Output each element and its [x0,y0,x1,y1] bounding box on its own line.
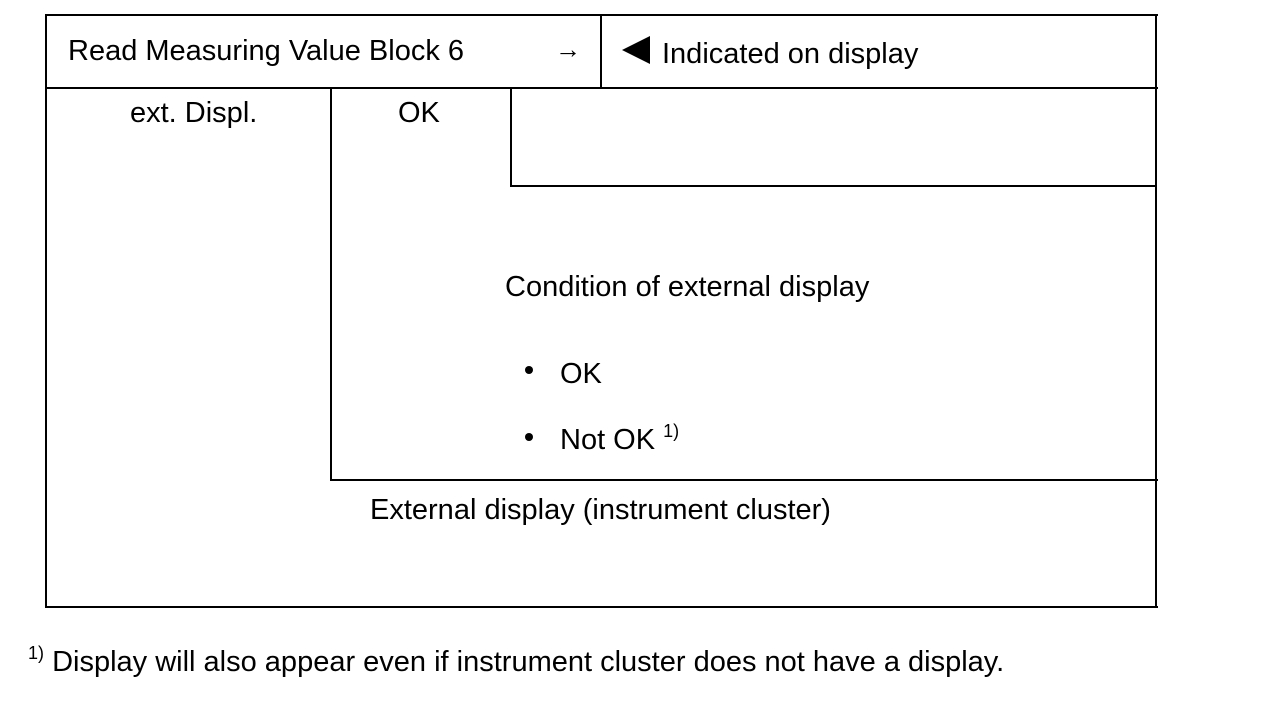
indicated-label: Indicated on display [662,38,919,70]
footnote-number: 1) [28,643,45,663]
footnote-text: Display will also appear even if instrum… [52,646,1005,678]
field-column-divider [330,87,332,481]
block-label: Read Measuring Value Block 6 [68,35,465,67]
bullet-icon [525,366,533,374]
field-name: ext. Displ. [130,97,258,129]
footnote-marker: 1) [663,421,680,441]
option-not-ok-label: Not OK [560,424,656,456]
value-column-divider [510,87,512,187]
condition-box-bottom [330,479,1158,481]
value-box-bottom [510,185,1155,187]
bullet-icon [525,433,533,441]
condition-title: Condition of external display [505,271,870,303]
header-split [600,14,602,89]
option-ok: OK [560,358,602,390]
outer-border-right [1155,14,1157,608]
outer-border-left [45,14,47,608]
arrow-right-icon: → [555,34,581,64]
option-not-ok: Not OK 1) [560,422,679,456]
field-value: OK [398,97,440,129]
left-triangle-icon [622,36,650,64]
external-display-label: External display (instrument cluster) [370,494,831,526]
outer-border-bottom [45,606,1158,608]
footnote: 1) Display will also appear even if inst… [28,644,1005,678]
